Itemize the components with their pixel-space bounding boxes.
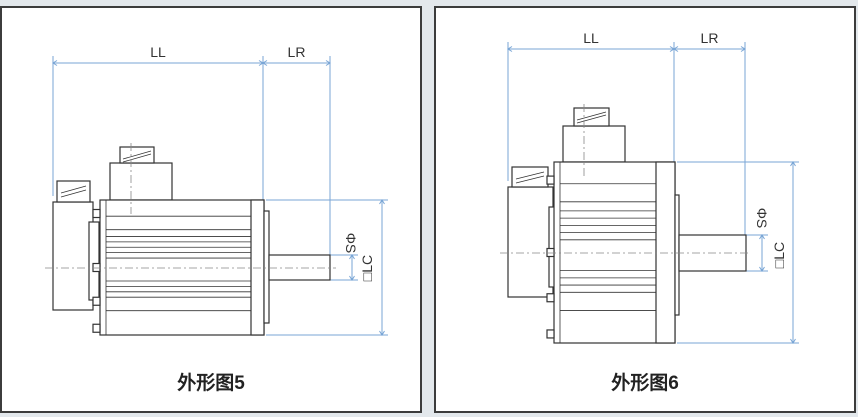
dimension-arrowhead: [349, 254, 355, 260]
output-shaft: [268, 254, 331, 281]
dimension-arrowhead: [759, 234, 765, 240]
bolt: [92, 323, 101, 333]
connector-thread: [515, 175, 545, 184]
dimension-arrowhead: [379, 330, 385, 336]
connector-thread: [576, 111, 607, 121]
connector-thread: [122, 150, 152, 160]
dimension-arrowhead: [759, 266, 765, 272]
lr-label: LR: [288, 44, 306, 60]
encoder-housing: [507, 186, 554, 298]
flange-size-label: □LC: [359, 255, 375, 281]
dimension-arrowhead: [673, 46, 679, 52]
shaft-diameter-label: ΦS: [343, 233, 359, 254]
dimension-arrowhead: [379, 199, 385, 205]
dimension-arrowhead: [740, 46, 746, 52]
power-connector-box: [562, 125, 626, 163]
power-connector-box: [109, 162, 173, 201]
encoder-connector: [56, 180, 91, 203]
dimension-arrowhead: [262, 60, 268, 66]
bolt: [546, 293, 555, 303]
figure-caption: 外形图6: [611, 373, 679, 394]
power-connector-cap: [573, 107, 610, 127]
motor-body: [99, 199, 265, 336]
dimension-arrowhead: [325, 60, 331, 66]
dimension-arrowhead: [52, 60, 58, 66]
lr-label: LR: [701, 30, 719, 46]
motor-drawing-6: LL LR ΦS□LC: [500, 30, 799, 344]
connector-thread: [576, 114, 607, 124]
ll-label: LL: [150, 44, 166, 60]
ll-label: LL: [583, 30, 599, 46]
front-flange: [250, 199, 265, 336]
dimension-arrowhead: [790, 161, 796, 167]
motor-body: [553, 161, 676, 344]
rear-cover: [88, 221, 100, 301]
flange-pilot: [263, 210, 270, 324]
bolt: [546, 247, 555, 258]
bolt: [92, 296, 101, 306]
bolt: [92, 208, 101, 219]
bolt: [546, 329, 555, 339]
connector-thread: [515, 171, 545, 180]
dimension-arrowhead: [790, 338, 796, 344]
shaft-diameter-label: ΦS: [754, 208, 770, 229]
dimension-arrowhead: [507, 46, 513, 52]
motor-drawing-5: LL LR ΦS□LC: [45, 44, 388, 336]
encoder-housing: [52, 201, 94, 311]
flange-size-label: □LC: [771, 242, 787, 268]
front-flange: [655, 161, 676, 344]
bolt: [546, 175, 555, 185]
bolt: [92, 262, 101, 273]
connector-thread: [60, 189, 87, 198]
dimension-arrowhead: [349, 275, 355, 281]
figure-caption: 外形图5: [177, 373, 245, 394]
encoder-connector: [511, 166, 549, 188]
connector-thread: [122, 153, 152, 163]
connector-thread: [60, 185, 87, 194]
figure-panel-6: 外形图6: [434, 6, 856, 413]
